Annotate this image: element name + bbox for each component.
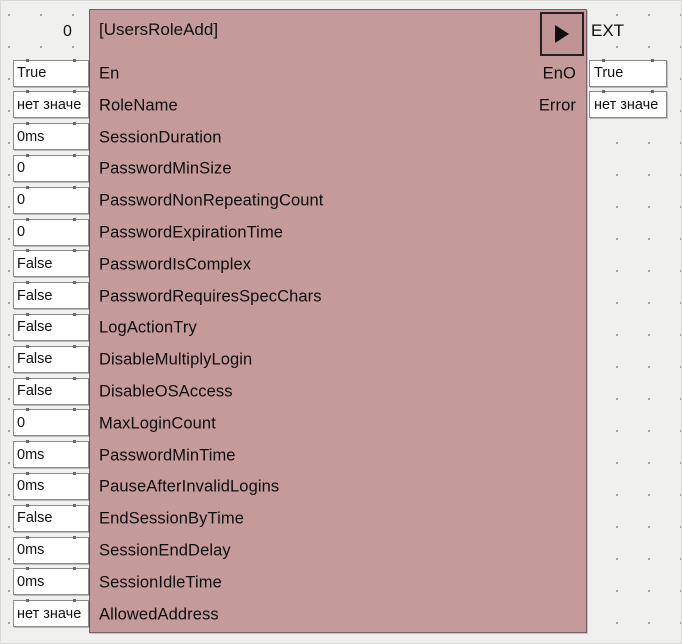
input-pin-label-password-non-repeating-count: PasswordNonRepeatingCount xyxy=(99,191,324,210)
input-value-box-max-login-count[interactable]: 0 xyxy=(13,408,89,437)
input-value-text: 0ms xyxy=(17,573,45,590)
input-value-box-password-min-size[interactable]: 0 xyxy=(13,153,89,182)
input-pin-label-password-min-time: PasswordMinTime xyxy=(99,446,236,465)
input-pin-label-password-min-size: PasswordMinSize xyxy=(99,159,232,178)
input-value-text: 0ms xyxy=(17,446,45,463)
output-value-text: нет значе xyxy=(594,96,659,113)
output-value-box-en-o[interactable]: True xyxy=(589,58,667,87)
input-value-box-pause-after-invalid-logins[interactable]: 0ms xyxy=(13,471,89,500)
input-value-text: 0 xyxy=(17,160,26,177)
function-block-title: [UsersRoleAdd] xyxy=(99,20,219,39)
input-value-box-session-end-delay[interactable]: 0ms xyxy=(13,535,89,564)
input-value-text: 0 xyxy=(17,192,26,209)
input-value-box-allowed-address[interactable]: нет значе xyxy=(13,599,89,628)
input-pin-label-allowed-address: AllowedAddress xyxy=(99,605,219,624)
output-pin-label-error: Error xyxy=(538,96,576,115)
input-value-box-en[interactable]: True xyxy=(13,58,89,87)
input-value-text: 0ms xyxy=(17,542,45,558)
input-pin-label-end-session-by-time: EndSessionByTime xyxy=(99,509,244,528)
input-pin-label-log-action-try: LogActionTry xyxy=(99,318,197,337)
input-value-box-password-non-repeating-count[interactable]: 0 xyxy=(13,185,89,214)
input-pin-label-en: En xyxy=(99,64,120,83)
input-value-box-disable-multiply-login[interactable]: False xyxy=(13,344,89,373)
input-pin-label-disable-osaccess: DisableOSAccess xyxy=(99,382,233,401)
input-value-text: 0 xyxy=(17,414,26,431)
input-pin-label-max-login-count: MaxLoginCount xyxy=(99,414,216,433)
input-value-text: 0 xyxy=(17,224,26,240)
input-value-text: нет значе xyxy=(17,605,82,622)
input-value-text: False xyxy=(17,287,53,304)
input-pin-label-pause-after-invalid-logins: PauseAfterInvalidLogins xyxy=(99,477,280,496)
input-value-text: False xyxy=(17,255,53,272)
input-value-box-password-expiration-time[interactable]: 0 xyxy=(13,217,89,246)
output-pin-label-en-o: EnO xyxy=(542,64,576,83)
input-pin-label-disable-multiply-login: DisableMultiplyLogin xyxy=(99,350,253,369)
input-value-text: False xyxy=(17,510,53,527)
input-value-text: False xyxy=(17,383,53,399)
input-value-text: False xyxy=(17,351,53,368)
play-triangle-icon[interactable] xyxy=(540,12,584,56)
input-value-box-password-requires-spec-chars[interactable]: False xyxy=(13,281,89,310)
input-value-text: 0ms xyxy=(17,128,45,145)
input-pin-label-session-duration: SessionDuration xyxy=(99,128,222,147)
input-pin-label-role-name: RoleName xyxy=(99,96,178,115)
input-value-text: False xyxy=(17,319,53,336)
input-value-box-password-is-complex[interactable]: False xyxy=(13,249,89,278)
input-pin-label-session-end-delay: SessionEndDelay xyxy=(99,541,231,560)
stray-value-label: 0 xyxy=(63,23,72,40)
input-value-box-role-name[interactable]: нет значе xyxy=(13,90,89,119)
output-value-text: True xyxy=(594,65,624,81)
input-value-box-end-session-by-time[interactable]: False xyxy=(13,503,89,532)
input-value-text: True xyxy=(17,65,47,81)
input-value-text: нет значе xyxy=(17,96,82,113)
input-value-box-log-action-try[interactable]: False xyxy=(13,312,89,341)
input-value-box-disable-osaccess[interactable]: False xyxy=(13,376,89,405)
input-value-box-session-duration[interactable]: 0ms xyxy=(13,122,89,151)
input-pin-label-password-expiration-time: PasswordExpirationTime xyxy=(99,223,284,242)
input-value-text: 0ms xyxy=(17,478,45,495)
output-value-box-error[interactable]: нет значе xyxy=(589,90,667,119)
input-pin-label-password-is-complex: PasswordIsComplex xyxy=(99,255,252,274)
input-pin-label-session-idle-time: SessionIdleTime xyxy=(99,573,222,592)
input-pin-label-password-requires-spec-chars: PasswordRequiresSpecChars xyxy=(99,287,322,306)
input-value-box-session-idle-time[interactable]: 0ms xyxy=(13,567,89,596)
ext-label: EXT xyxy=(591,21,625,40)
input-value-box-password-min-time[interactable]: 0ms xyxy=(13,440,89,469)
triangle-glyph xyxy=(555,25,569,43)
